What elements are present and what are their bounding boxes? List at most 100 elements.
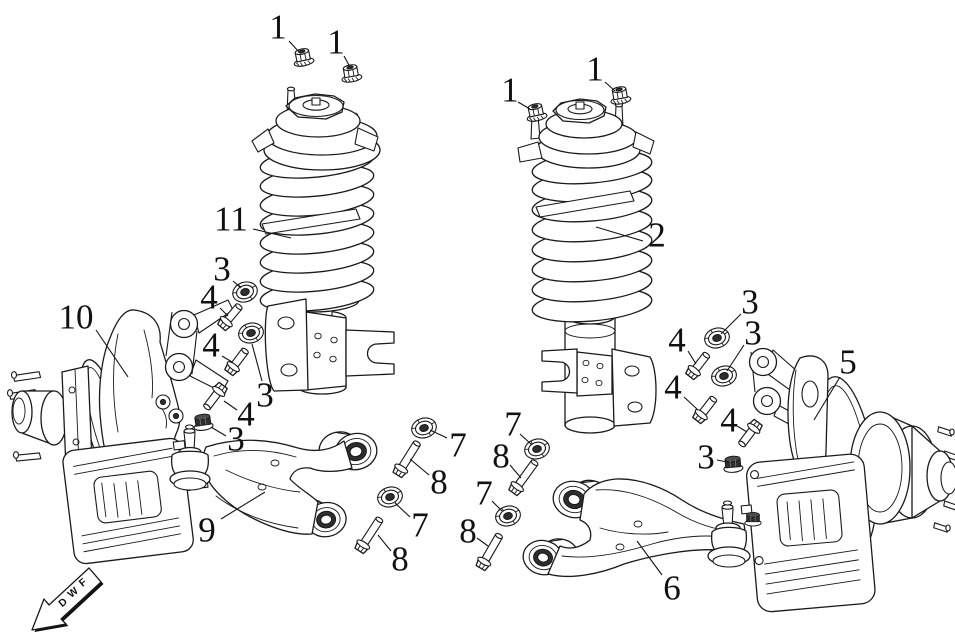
flange-nut-3: [235, 319, 267, 347]
arm-body: [547, 478, 746, 577]
leader-line: [726, 344, 745, 372]
leader-line: [221, 355, 233, 363]
clevis-fork-right-strut: [541, 348, 578, 394]
leader-line: [220, 491, 266, 520]
bolt-8: [352, 513, 388, 556]
callout-label: 4: [664, 367, 682, 407]
stud-nut-3: [722, 454, 744, 474]
leader-line: [716, 459, 728, 463]
bolt-4: [690, 392, 721, 426]
stud-nut-3: [191, 412, 215, 433]
leader-line: [409, 458, 430, 476]
callout-label: 7: [411, 505, 429, 545]
callout-label: 4: [668, 320, 686, 360]
upper-spring-seat: [535, 190, 635, 218]
leader-line: [394, 502, 411, 518]
callout-label: 3: [213, 249, 231, 289]
leader-line: [736, 425, 748, 433]
leader-line: [252, 228, 292, 239]
callout-label: 8: [459, 511, 477, 551]
flange-nut-7: [408, 414, 440, 442]
callout-label: 4: [720, 400, 738, 440]
upper-spring-seat: [261, 208, 361, 235]
callout-label: 1: [586, 49, 604, 89]
leader-line: [232, 280, 242, 289]
left-strut-assembly: [251, 86, 395, 395]
leader-line: [377, 534, 392, 552]
flange-nut-3: [708, 362, 740, 390]
strut-mount-nut-1: [290, 46, 316, 69]
callout-label: 4: [202, 325, 220, 365]
callout-label: 8: [391, 539, 409, 579]
leader-line: [517, 101, 531, 110]
flange-nut-3: [701, 324, 733, 352]
leader-line: [604, 81, 616, 92]
leader-line: [429, 429, 448, 439]
upper-bracket-left: [164, 299, 234, 393]
brake-caliper-right: [740, 453, 876, 613]
leader-line: [223, 400, 238, 411]
bolt-4: [734, 417, 765, 451]
callout-label: 3: [741, 282, 759, 322]
leader-line: [343, 55, 351, 68]
lower-bracket-right: [541, 348, 657, 427]
callout-label: 2: [648, 215, 666, 255]
leader-line: [210, 426, 227, 437]
hub-right: [849, 411, 955, 533]
top-mount-right: [517, 98, 655, 169]
callout-label: 7: [449, 425, 467, 465]
callout-label: 3: [697, 437, 715, 477]
lower-bracket-left: [264, 298, 395, 392]
clevis-fork-left-strut: [345, 329, 395, 377]
callout-label: 6: [663, 568, 681, 608]
fwd-arrow-shape: [31, 567, 102, 631]
bolt-8: [390, 437, 425, 480]
leader-lines: [95, 40, 841, 576]
top-mount-left: [251, 86, 381, 171]
leader-line: [476, 537, 489, 547]
bolt-8: [473, 529, 507, 573]
callout-label: 1: [501, 70, 519, 110]
leader-line: [509, 464, 522, 479]
strut-mount-nut-1: [339, 62, 363, 85]
right-knuckle-hub-assembly: [740, 347, 955, 613]
callout-label: 7: [504, 404, 522, 444]
bolt-4: [683, 348, 714, 382]
flange-nut-7: [374, 483, 406, 511]
leader-line: [720, 313, 742, 335]
callout-label: 1: [327, 22, 345, 62]
bolt-4: [199, 380, 230, 414]
fwd-arrow: F W D: [31, 567, 104, 632]
callout-label: 3: [227, 419, 245, 459]
right-lower-control-arm: [522, 478, 762, 577]
coil-spring-right: [531, 149, 653, 323]
left-knuckle-hub-assembly: [6, 299, 234, 565]
leader-line: [687, 350, 697, 365]
strut-mount-nut-1: [523, 101, 549, 124]
left-lower-control-arm: [169, 424, 378, 538]
callout-label: 11: [214, 199, 248, 239]
ball-joint-right-arm: [707, 500, 751, 568]
leader-line: [288, 40, 300, 53]
callout-label: 4: [200, 277, 218, 317]
callout-label: 1: [269, 7, 287, 47]
callout-label: 5: [839, 342, 857, 382]
leader-line: [95, 329, 129, 378]
leader-line: [491, 500, 503, 512]
leader-line: [636, 540, 663, 576]
callout-label: 3: [256, 375, 274, 415]
callout-label: 7: [475, 473, 493, 513]
leader-line: [813, 376, 841, 421]
bolt-8: [506, 456, 543, 498]
coil-spring-left: [259, 145, 375, 312]
callout-label: 3: [744, 313, 762, 353]
leader-line: [519, 433, 533, 446]
callout-label: 8: [492, 436, 510, 476]
ball-joint-left-arm: [169, 424, 211, 491]
callout-label: 9: [198, 510, 216, 550]
callout-label: 10: [58, 297, 94, 337]
leader-line: [251, 343, 263, 382]
leader-line: [595, 226, 644, 242]
